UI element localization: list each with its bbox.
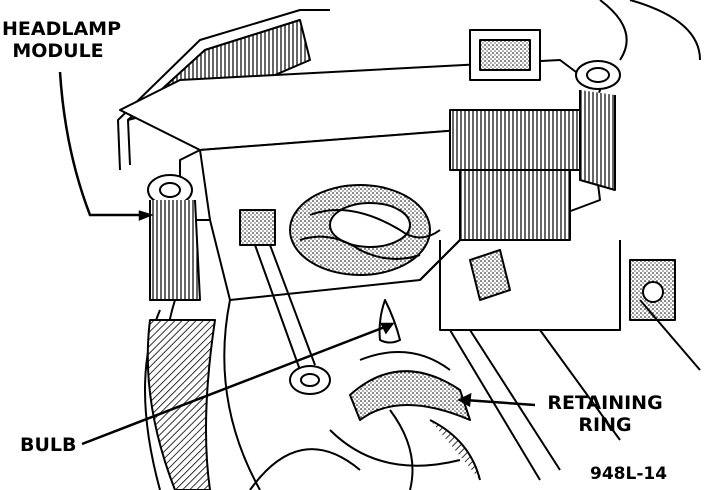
leader-headlamp-module: [58, 71, 145, 217]
callout-retaining-line2: RING: [578, 414, 632, 436]
figure-id: 948L-14: [590, 464, 668, 484]
lower-bracket: [449, 249, 621, 481]
leader-lines: [58, 71, 536, 446]
arrowhead-bulb: [379, 322, 395, 335]
leader-bulb: [81, 323, 391, 446]
leader-retaining-ring: [464, 398, 536, 407]
callout-headlamp-line1: HEADLAMP: [2, 18, 122, 40]
callout-bulb: BULB: [20, 434, 77, 456]
headlamp-lens-bottom: [144, 299, 361, 490]
callout-headlamp-line2: MODULE: [12, 40, 104, 62]
callout-retaining-line1: RETAINING: [547, 392, 663, 414]
arrowhead-headlamp-module: [138, 210, 154, 221]
reflector-center: [289, 184, 441, 276]
mounting-post-left: [147, 174, 331, 395]
callout-retaining-ring: RETAINING RING: [540, 392, 670, 436]
callout-headlamp-module: HEADLAMP MODULE: [2, 18, 122, 62]
bulb-and-ring: [329, 299, 481, 490]
adjuster-mechanism: [439, 0, 701, 371]
arrowhead-retaining-ring: [457, 392, 472, 408]
